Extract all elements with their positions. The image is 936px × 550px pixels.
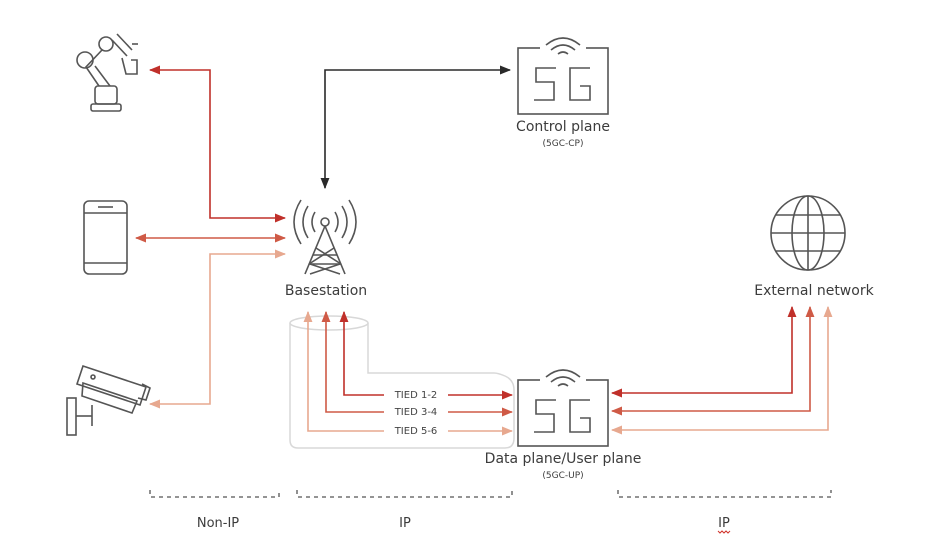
tunnel-label-1: TIED 1-2 xyxy=(394,390,438,401)
external-network-title: External network xyxy=(754,283,874,299)
5g-core-icon xyxy=(517,369,609,447)
ext-link-3 xyxy=(610,305,833,435)
basestation-title: Basestation xyxy=(285,283,367,299)
control-plane-sub: (5GC-CP) xyxy=(543,139,584,149)
data-plane-title: Data plane/User plane xyxy=(485,451,642,467)
zone-brackets xyxy=(149,490,832,498)
ext-link-2 xyxy=(610,305,815,416)
spellcheck-squiggle xyxy=(717,530,731,534)
robot-link xyxy=(148,65,287,223)
camera-link xyxy=(148,249,287,409)
5g-core-icon xyxy=(517,37,609,115)
robot-arm-icon xyxy=(76,33,138,112)
tunnel-label-2: TIED 3-4 xyxy=(394,407,438,418)
tunnel-label-3: TIED 5-6 xyxy=(394,426,438,437)
zone-label-non-ip: Non-IP xyxy=(197,516,239,531)
globe-icon xyxy=(770,195,846,271)
zone-label-ip-core: IP xyxy=(399,516,411,531)
tied-1-2-link xyxy=(339,310,514,400)
security-camera-icon xyxy=(66,364,151,436)
data-plane-sub: (5GC-UP) xyxy=(542,471,583,481)
zone-label-ip-external: IP xyxy=(718,516,730,531)
control-plane-title: Control plane xyxy=(516,119,610,135)
cell-tower-icon xyxy=(293,199,357,275)
smartphone-icon xyxy=(83,200,128,275)
ext-link-1 xyxy=(610,305,797,398)
control-plane-link xyxy=(320,65,512,190)
